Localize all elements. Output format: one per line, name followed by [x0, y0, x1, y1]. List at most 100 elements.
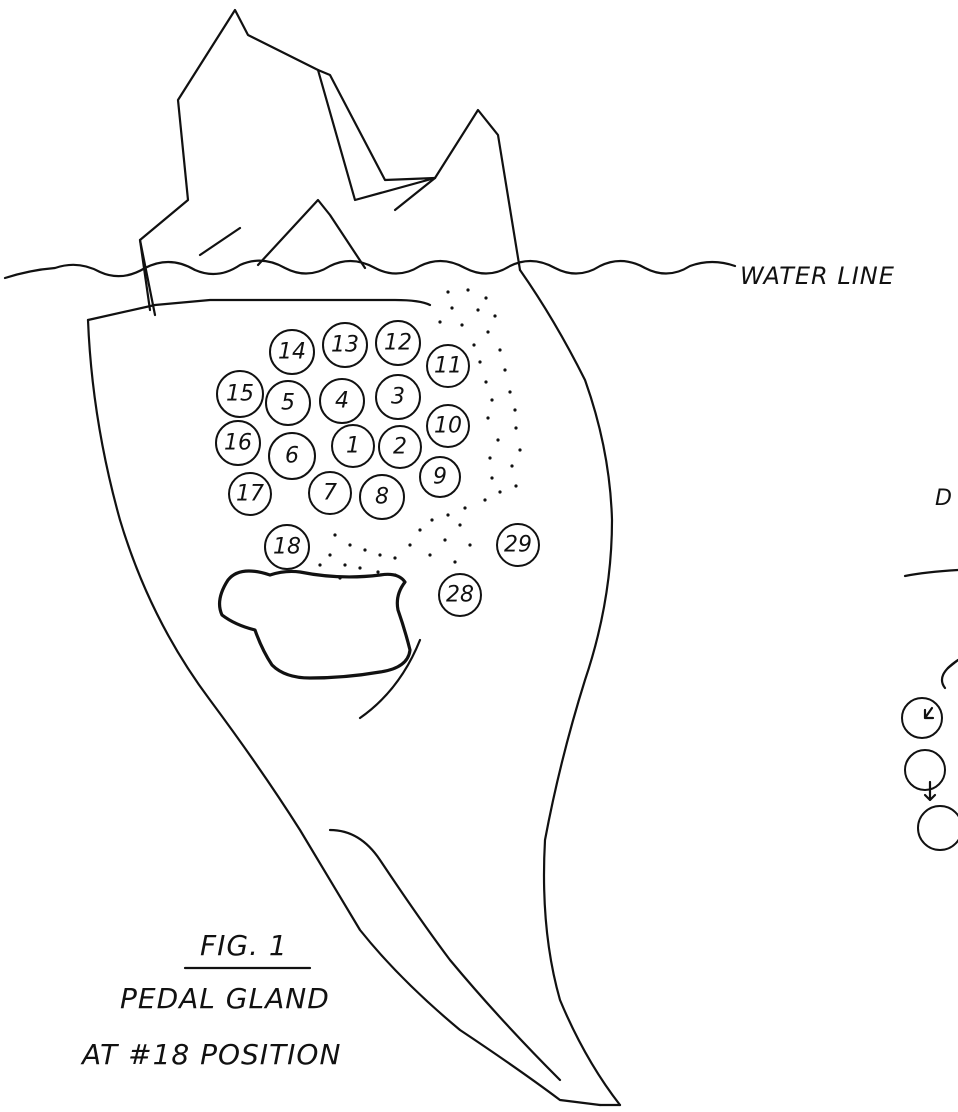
stipple-dot	[490, 398, 493, 401]
stipple-dot	[510, 464, 513, 467]
stipple-dot	[488, 456, 491, 459]
stipple-dot	[408, 543, 411, 546]
stipple-dot	[513, 408, 516, 411]
circle-10: 10	[427, 405, 469, 447]
partial-circle	[918, 806, 958, 850]
partial-circle	[905, 750, 945, 790]
circle-number: 1	[346, 434, 360, 459]
stipple-dot	[333, 533, 336, 536]
stipple-dot	[348, 543, 351, 546]
stipple-dot	[453, 560, 456, 563]
circle-14: 14	[270, 330, 314, 374]
stipple-dot	[486, 330, 489, 333]
stipple-dot	[472, 343, 475, 346]
stipple-dot	[514, 484, 517, 487]
circle-number: 9	[433, 465, 447, 490]
circle-18: 18	[265, 525, 309, 569]
circle-number: 16	[224, 431, 252, 456]
circle-4: 4	[320, 379, 364, 423]
partial-arc	[942, 660, 958, 688]
partial-label-d: D	[935, 486, 953, 511]
figure-title: FIG. 1	[200, 929, 288, 962]
circle-number: 14	[278, 340, 306, 365]
circle-number: 8	[375, 485, 389, 510]
stipple-dot	[376, 570, 379, 573]
stipple-dot	[418, 528, 421, 531]
stipple-dot	[484, 296, 487, 299]
stipple-dot	[514, 426, 517, 429]
stipple-dot	[518, 448, 521, 451]
water-line	[5, 261, 735, 278]
stipple-dot	[393, 573, 396, 576]
circle-number: 10	[434, 414, 462, 439]
circle-number: 2	[393, 435, 407, 460]
stipple-dot	[508, 390, 511, 393]
circle-1: 1	[332, 425, 374, 467]
circle-7: 7	[309, 472, 351, 514]
stipple-dot	[503, 368, 506, 371]
circle-number: 18	[273, 535, 301, 560]
stipple-dot	[463, 506, 466, 509]
circle-number: 7	[323, 481, 337, 506]
circle-15: 15	[217, 371, 263, 417]
stipple-dot	[486, 416, 489, 419]
circle-12: 12	[376, 321, 420, 365]
stipple-dot	[438, 320, 441, 323]
stipple-dot	[493, 314, 496, 317]
stipple-dot	[450, 306, 453, 309]
circle-number: 15	[226, 382, 254, 407]
circle-number: 17	[236, 482, 264, 507]
stipple-dot	[498, 348, 501, 351]
right-partial-figure: D	[902, 486, 958, 850]
circle-17: 17	[229, 473, 271, 515]
stipple-dot	[460, 323, 463, 326]
stipple-dot	[446, 513, 449, 516]
circle-number: 29	[504, 533, 532, 558]
stipple-dot	[498, 490, 501, 493]
stipple-dot	[483, 498, 486, 501]
partial-underline	[905, 570, 958, 576]
caption-line-2: AT #18 POSITION	[80, 1038, 341, 1071]
stipple-dot	[466, 288, 469, 291]
stipple-dot	[490, 476, 493, 479]
circle-number: 5	[281, 391, 295, 416]
partial-circle	[902, 698, 942, 738]
stipple-dot	[338, 576, 341, 579]
circle-number: 6	[285, 444, 299, 469]
circle-number: 12	[384, 331, 412, 356]
circle-5: 5	[266, 381, 310, 425]
circle-number: 4	[335, 389, 349, 414]
stipple-dot	[318, 563, 321, 566]
water-line-label: WATER LINE	[740, 262, 895, 290]
stipple-dot	[328, 553, 331, 556]
circle-number: 3	[391, 385, 405, 410]
pedal-gland-outline	[220, 571, 410, 678]
circle-8: 8	[360, 475, 404, 519]
circle-number: 28	[446, 583, 474, 608]
caption-line-1: PEDAL GLAND	[120, 982, 330, 1015]
stipple-dot	[446, 290, 449, 293]
circle-13: 13	[323, 323, 367, 367]
circle-number: 11	[434, 354, 462, 379]
stipple-dot	[478, 360, 481, 363]
stipple-dot	[468, 543, 471, 546]
stipple-dot	[496, 438, 499, 441]
circle-number: 13	[331, 333, 359, 358]
circle-2: 2	[379, 426, 421, 468]
circle-29: 29	[497, 524, 539, 566]
stipple-dot	[358, 566, 361, 569]
circle-9: 9	[420, 457, 460, 497]
figure-caption: FIG. 1 PEDAL GLAND AT #18 POSITION	[80, 929, 341, 1071]
stipple-dot	[430, 518, 433, 521]
circle-28: 28	[439, 574, 481, 616]
stipple-dot	[476, 308, 479, 311]
stipple-dot	[363, 548, 366, 551]
stipple-dot	[343, 563, 346, 566]
circle-6: 6	[269, 433, 315, 479]
stipple-dot	[428, 553, 431, 556]
stipple-dot	[378, 553, 381, 556]
circle-11: 11	[427, 345, 469, 387]
circle-3: 3	[376, 375, 420, 419]
plant-top	[140, 10, 520, 315]
